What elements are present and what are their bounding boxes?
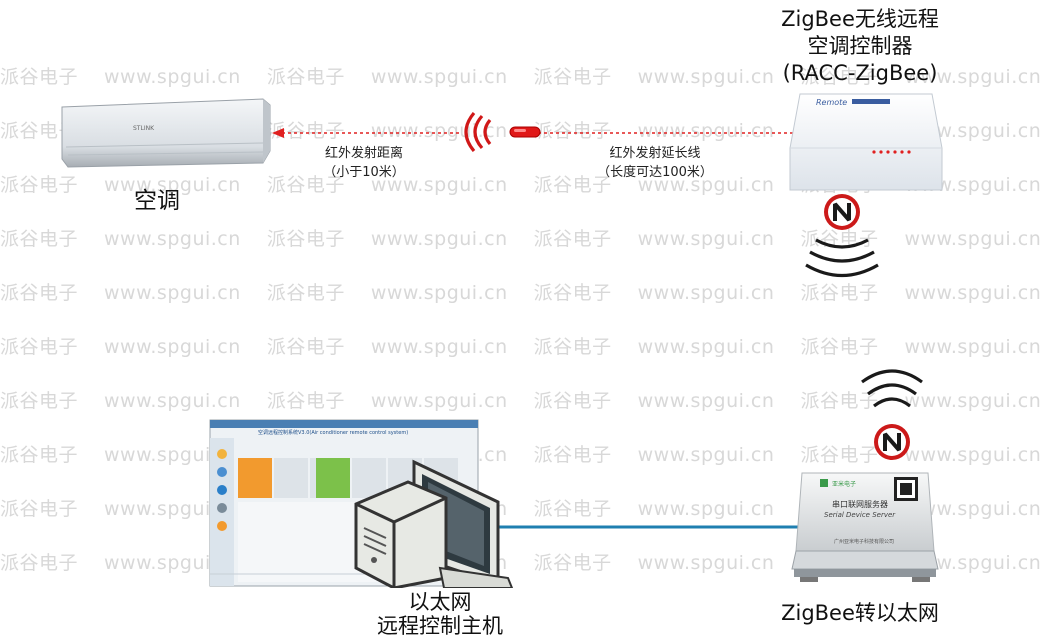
ir-range-line1: 红外发射距离 <box>324 146 403 161</box>
zigbee-title-line1: ZigBee无线远程 <box>781 7 939 31</box>
ir-arrowhead <box>272 128 284 138</box>
ir-range-label: 红外发射距离 （小于10米） <box>300 142 428 180</box>
control-pc-label: 以太网 远程控制主机 <box>350 590 530 638</box>
air-conditioner-label: 空调 <box>134 188 180 214</box>
ac-brand-text: STLINK <box>133 125 155 132</box>
zigbee-title-line3: (RACC-ZigBee) <box>782 61 938 85</box>
status-leds <box>872 150 911 154</box>
zigbee-controller-device: Remote <box>789 93 943 191</box>
wireless-signal-icon-2 <box>861 369 923 460</box>
server-title-text: 串口联网服务器 <box>832 499 888 509</box>
air-conditioner-unit: STLINK <box>61 98 271 168</box>
ir-extension-line1: 红外发射延长线 <box>609 146 701 161</box>
zigbee-controller-title: ZigBee无线远程 空调控制器 (RACC-ZigBee) <box>760 6 960 87</box>
serial-device-server: 亚米电子 串口联网服务器 Serial Device Server 广州亚米电子… <box>791 472 939 582</box>
pc-label-line2: 远程控制主机 <box>377 614 503 638</box>
ir-extension-label: 红外发射延长线 （长度可达100米） <box>580 142 730 180</box>
ir-emitter <box>464 112 541 152</box>
software-title: 空调远程控制系统V3.0(Air conditioner remote cont… <box>258 429 408 436</box>
computer-tower <box>354 480 448 588</box>
serial-server-label: ZigBee转以太网 <box>781 601 939 625</box>
keyboard <box>438 566 514 588</box>
zigbee-device-text: Remote <box>816 98 847 107</box>
ir-range-line2: （小于10米） <box>323 165 405 180</box>
ir-extension-line2: （长度可达100米） <box>597 165 713 180</box>
server-footer-text: 广州亚米电子科技有限公司 <box>834 538 894 545</box>
pc-label-line1: 以太网 <box>408 590 472 614</box>
server-subtitle-text: Serial Device Server <box>824 511 896 519</box>
control-pc: 空调远程控制系统V3.0(Air conditioner remote cont… <box>209 419 514 588</box>
server-brand-text: 亚米电子 <box>832 480 856 488</box>
zigbee-title-line2: 空调控制器 <box>807 34 913 58</box>
wireless-signal-icon <box>805 194 879 277</box>
